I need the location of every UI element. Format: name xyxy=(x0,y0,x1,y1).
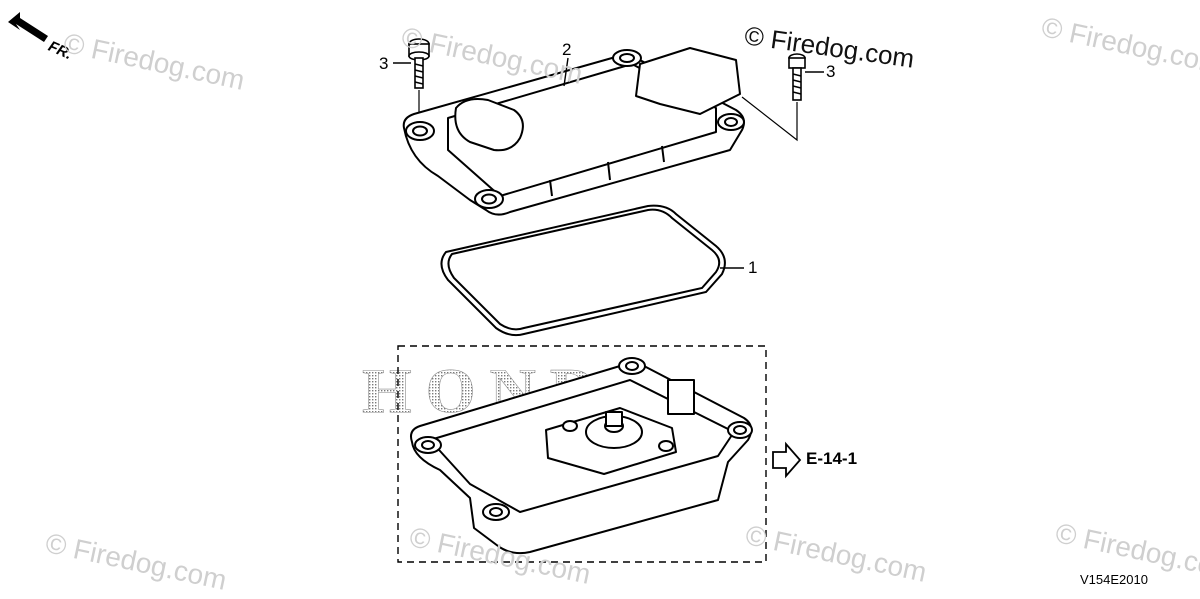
reference-label: E-14-1 xyxy=(806,449,858,468)
gasket xyxy=(440,204,726,337)
bolt-left xyxy=(408,38,430,89)
bolt-right xyxy=(788,53,806,101)
reference-arrow-icon xyxy=(772,441,802,479)
callout-gasket: 1 xyxy=(748,258,758,277)
bolt-right-axis xyxy=(741,96,798,142)
callout-cover: 2 xyxy=(562,40,572,59)
cover-leader xyxy=(563,57,569,87)
callout-bolt-right: 3 xyxy=(826,62,836,81)
diagram-code: V154E2010 xyxy=(1080,572,1148,587)
front-direction-arrow-icon xyxy=(8,12,48,42)
reference-box xyxy=(397,345,767,563)
callout-bolt-left: 3 xyxy=(379,54,389,73)
base-housing xyxy=(410,357,753,555)
cover-assembly xyxy=(402,47,745,216)
